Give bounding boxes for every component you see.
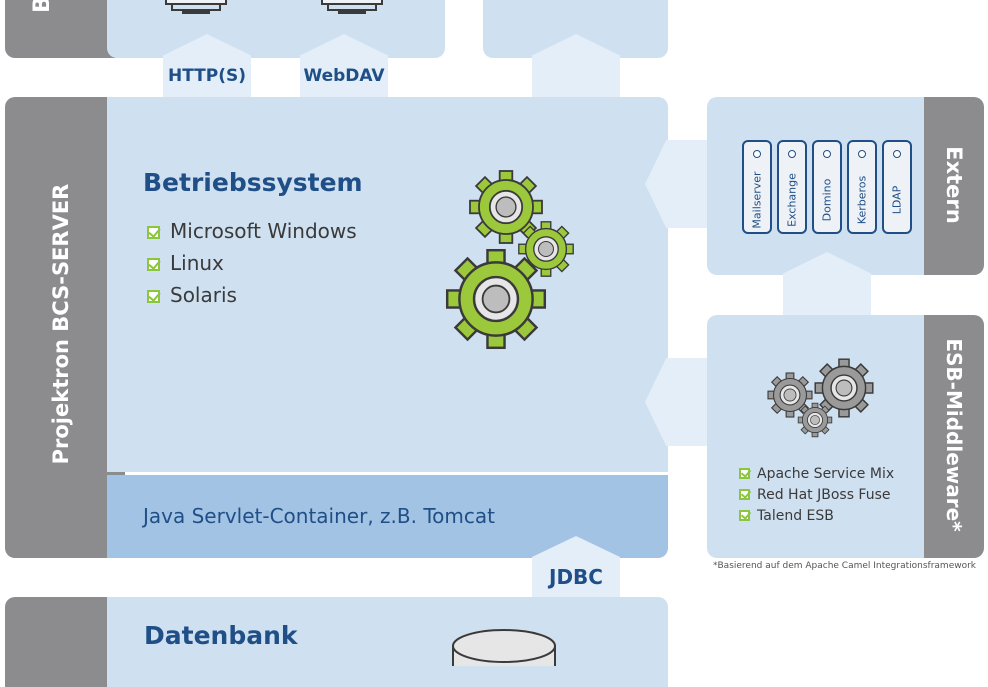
server-icon-mailserver: Mailserver [742, 140, 772, 234]
list-item: Red Hat JBoss Fuse [739, 487, 894, 503]
monitor-icon [160, 0, 232, 20]
server-side-label: Projektron BCS-SERVER [49, 183, 73, 465]
client-side-label: B [29, 0, 55, 13]
check-icon [147, 226, 160, 239]
os-list: Microsoft Windows Linux Solaris [147, 219, 357, 315]
server-icon-domino: Domino [812, 140, 842, 234]
list-item: Apache Service Mix [739, 466, 894, 482]
protocol-jdbc-label: JDBC [549, 565, 603, 589]
extern-side-tab [924, 97, 984, 275]
os-title: Betriebssystem [143, 168, 363, 197]
check-icon [147, 290, 160, 303]
protocol-http-label: HTTP(S) [167, 66, 247, 86]
list-item: Talend ESB [739, 508, 894, 524]
esb-list: Apache Service Mix Red Hat JBoss Fuse Ta… [739, 466, 894, 529]
server-icon-kerberos: Kerberos [847, 140, 877, 234]
check-icon [739, 489, 750, 500]
list-item: Linux [147, 251, 357, 275]
list-item: Solaris [147, 283, 357, 307]
client-side-tab [5, 0, 125, 58]
server-side-tab [5, 97, 125, 558]
server-icon-exchange: Exchange [777, 140, 807, 234]
extern-side-label: Extern [942, 146, 966, 224]
servlet-container-label: Java Servlet-Container, z.B. Tomcat [143, 504, 495, 528]
esb-side-tab [924, 315, 984, 558]
check-icon [739, 468, 750, 479]
check-icon [147, 258, 160, 271]
esb-side-label: ESB-Middleware* [942, 338, 966, 532]
gear-icon [445, 170, 574, 350]
os-panel [107, 97, 668, 472]
server-icon-ldap: LDAP [882, 140, 912, 234]
gear-icon [767, 358, 874, 438]
monitor-icon [316, 0, 388, 20]
list-item: Microsoft Windows [147, 219, 357, 243]
client-panel [107, 0, 445, 58]
database-icon [452, 629, 556, 666]
protocol-webdav-label: WebDAV [303, 66, 385, 86]
esb-footnote: *Basierend auf dem Apache Camel Integrat… [713, 561, 977, 571]
check-icon [739, 510, 750, 521]
database-title: Datenbank [144, 621, 298, 650]
